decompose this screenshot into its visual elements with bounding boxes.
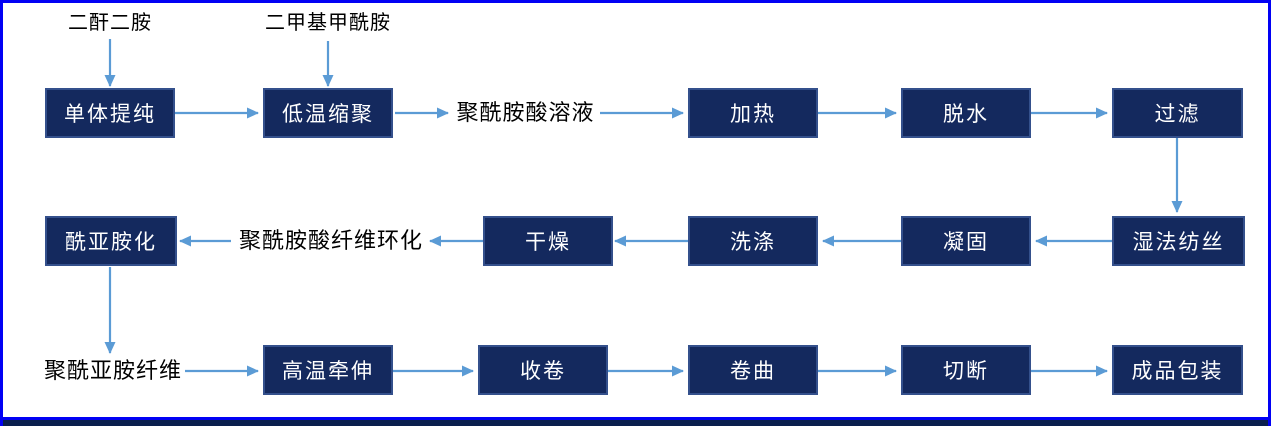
node-label: 凝固 [943, 231, 989, 254]
label-polyimide-fiber: 聚酰亚胺纤维 [43, 358, 182, 383]
node-label: 加热 [730, 103, 776, 126]
node-imidization: 酰亚胺化 [45, 216, 177, 266]
input-label-dianhydride-diamine: 二酐二胺 [68, 12, 152, 34]
node-cutting: 切断 [901, 345, 1031, 395]
footer-navy-bar [3, 420, 1268, 426]
node-label: 收卷 [520, 360, 566, 383]
node-wet-spinning: 湿法纺丝 [1112, 216, 1245, 266]
node-finished-packaging: 成品包装 [1112, 345, 1243, 395]
node-label: 酰亚胺化 [65, 231, 157, 254]
node-label: 湿法纺丝 [1132, 231, 1225, 254]
node-label: 脱水 [943, 103, 989, 126]
node-label: 低温缩聚 [282, 103, 374, 126]
node-label: 成品包装 [1131, 360, 1224, 383]
node-label: 过滤 [1154, 103, 1201, 126]
frame-bottom-border [3, 417, 1268, 420]
node-label: 高温牵伸 [282, 360, 374, 383]
node-label: 卷曲 [730, 360, 776, 383]
node-filtration: 过滤 [1112, 88, 1243, 138]
flow-arrows-layer [104, 39, 1183, 377]
node-high-temp-drawing: 高温牵伸 [263, 345, 393, 395]
node-label: 洗涤 [730, 231, 776, 254]
input-label-dmf: 二甲基甲酰胺 [265, 12, 391, 34]
label-polyamic-acid-solution: 聚酰胺酸溶液 [456, 100, 595, 125]
node-monomer-purification: 单体提纯 [45, 88, 175, 138]
node-drying: 干燥 [483, 216, 613, 266]
node-label: 切断 [943, 360, 989, 383]
node-dehydration: 脱水 [901, 88, 1031, 138]
node-winding: 收卷 [478, 345, 608, 395]
node-heating: 加热 [688, 88, 818, 138]
node-crimping: 卷曲 [688, 345, 818, 395]
node-label: 单体提纯 [64, 103, 156, 126]
node-washing: 洗涤 [688, 216, 818, 266]
node-coagulation: 凝固 [901, 216, 1031, 266]
node-label: 干燥 [525, 231, 571, 254]
label-polyamic-acid-fiber-cyclization: 聚酰胺酸纤维环化 [238, 228, 423, 253]
node-low-temp-polycondensation: 低温缩聚 [263, 88, 393, 138]
